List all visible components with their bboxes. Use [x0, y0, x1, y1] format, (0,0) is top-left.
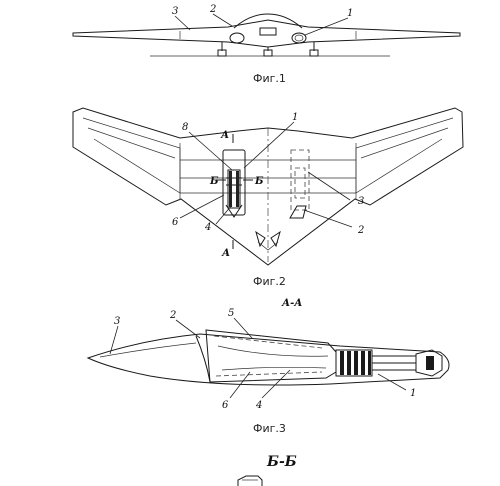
fig2-label-2: 2 [357, 225, 364, 236]
fig3-label-6: 6 [222, 400, 229, 411]
section-b-left-letter: Б [209, 176, 219, 187]
fig2-label-8: 8 [182, 122, 188, 133]
fig2-caption: Фиг.2 [253, 275, 286, 288]
left-wing-panel [82, 117, 181, 194]
left-wing-line [87, 127, 176, 159]
section-b-right-letter: Б [254, 176, 264, 187]
right-wing-panel [355, 117, 454, 194]
figure-1-front-view: 3 2 1 Фиг.1 [72, 4, 461, 85]
plan-view-outline [72, 107, 464, 266]
right-wing-line [360, 127, 449, 159]
fig3-section-title: А-А [281, 298, 302, 309]
front-view-airframe [72, 19, 461, 48]
fig3-label-3: 3 [114, 316, 120, 327]
figure-4-section-bb: Б-Б [237, 454, 297, 486]
tail-nozzle [257, 241, 279, 251]
figure-2-plan-view: А А Б Б 8 1 3 2 6 4 Фиг.2 [72, 107, 464, 288]
fig2-label-6: 6 [172, 217, 179, 228]
tail-fin-left [255, 230, 266, 248]
section-a-bottom-letter: А [221, 248, 230, 259]
duct-inner-line [217, 345, 329, 357]
fig1-label-2: 2 [209, 4, 216, 15]
figure-3-section-aa: А-А 3 2 5 6 [86, 298, 450, 435]
duct-wall-bottom [215, 371, 323, 377]
fig3-label-4: 4 [255, 400, 262, 411]
fig2-label-1: 1 [292, 112, 298, 123]
fig3-caption: Фиг.3 [253, 422, 286, 435]
fig1-label-1: 1 [347, 8, 353, 19]
section-bb-partial [237, 475, 263, 486]
fig4-section-title: Б-Б [266, 454, 297, 470]
landing-gear [217, 42, 319, 57]
nose-line [99, 342, 197, 358]
fig3-label-5: 5 [228, 308, 234, 319]
fig1-label-3: 3 [172, 6, 178, 17]
engine-block [335, 349, 443, 377]
tail-fin-right [270, 230, 281, 248]
cockpit-window [259, 27, 277, 36]
duct-inner-line-2 [221, 366, 327, 371]
right-engine-hidden [289, 149, 310, 219]
center-hump [233, 13, 303, 29]
engine-intake-left [229, 32, 245, 44]
left-engine-assembly [222, 149, 246, 218]
engine-intake-right-inner [294, 34, 304, 42]
fig3-label-2: 2 [169, 310, 176, 321]
fuselage-profile [86, 333, 450, 386]
fig3-label-1: 1 [410, 388, 416, 399]
engine-intake-right [291, 32, 307, 44]
fig2-label-3: 3 [358, 196, 364, 207]
fig2-label-4: 4 [204, 222, 211, 233]
fig1-caption: Фиг.1 [253, 72, 286, 85]
duct-wall-top [213, 335, 323, 349]
section-a-top-letter: А [220, 130, 229, 141]
